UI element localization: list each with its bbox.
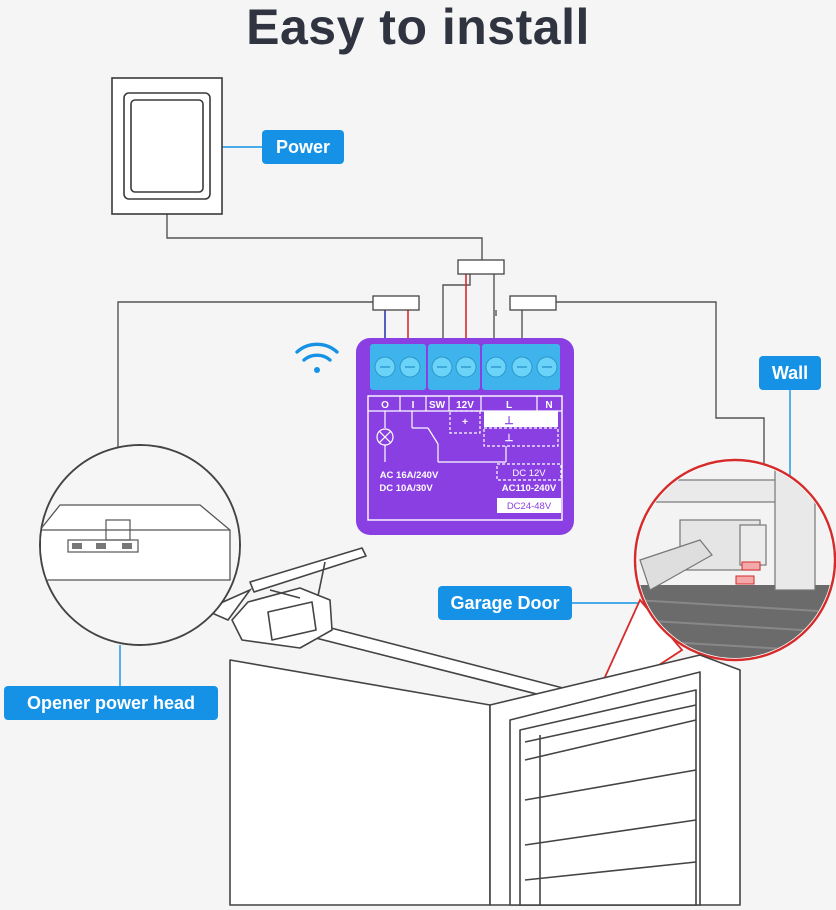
- garage-illustration: [229, 547, 741, 906]
- supply-ac: AC110-240V: [502, 483, 557, 494]
- connector-right: [509, 295, 557, 311]
- relay-module: O I SW 12V L N + + ⊥ AC 16A/240V DC 10A/…: [356, 338, 574, 535]
- supply-dc24: DC24-48V: [507, 501, 552, 512]
- sign-plus-n: +: [546, 417, 552, 428]
- label-sw: SW: [429, 400, 446, 411]
- label-o: O: [381, 400, 389, 411]
- sign-plus-12v: +: [462, 417, 468, 428]
- label-i: I: [412, 400, 415, 411]
- label-power: Power: [262, 130, 344, 164]
- label-wall: Wall: [759, 356, 821, 390]
- garage-door: [519, 689, 697, 906]
- wire-power-to-connector: [166, 214, 483, 262]
- label-opener-power-head: Opener power head: [4, 686, 218, 720]
- wire-to-wall-sensor: [555, 301, 765, 530]
- rating-ac: AC 16A/240V: [380, 470, 439, 481]
- wall-switch-icon: [111, 77, 223, 215]
- connector-left: [372, 295, 420, 311]
- sign-ground: ⊥: [504, 415, 514, 427]
- page-title: Easy to install: [246, 0, 590, 55]
- terminal-block-left: [370, 344, 426, 390]
- terminal-block-mid: [428, 344, 480, 390]
- label-12v: 12V: [456, 400, 474, 411]
- label-l: L: [506, 400, 512, 411]
- supply-dc12: DC 12V: [512, 468, 546, 479]
- wire-connector-to-sw: [442, 274, 471, 352]
- wall-zoom-circle: [587, 458, 836, 713]
- rating-dc: DC 10A/30V: [379, 483, 433, 494]
- label-garage-door: Garage Door: [438, 586, 572, 620]
- wifi-icon: [295, 342, 339, 373]
- sign-ground-box: ⊥: [505, 433, 514, 444]
- garage-left-wall: [229, 659, 491, 906]
- label-n: N: [545, 400, 552, 411]
- connector-top: [457, 259, 505, 275]
- opener-zoom-circle: [39, 444, 253, 646]
- opener-mount: [249, 547, 367, 593]
